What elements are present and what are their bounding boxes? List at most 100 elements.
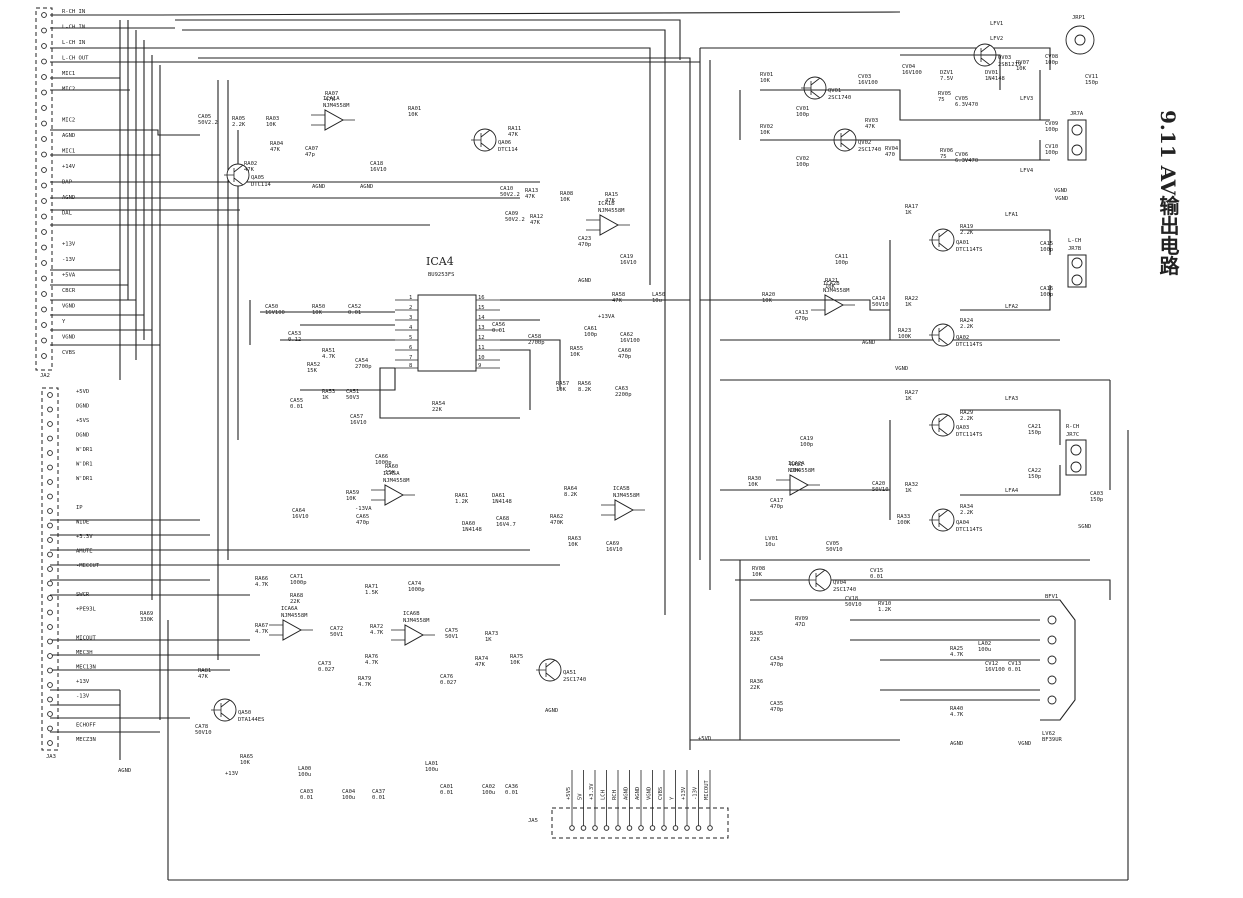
transistor-ref: QA51 xyxy=(563,670,576,676)
pin-circle xyxy=(41,213,47,220)
pin-label: DGND xyxy=(76,433,89,439)
component-value: 0.027 xyxy=(318,667,335,673)
component-value: 47K xyxy=(270,147,281,153)
pin-label: L-CH IN xyxy=(62,25,85,31)
component-value: 4.7K xyxy=(322,354,336,360)
component-value: 100u xyxy=(482,790,495,796)
pin-label: RCH xyxy=(612,790,618,800)
pin-circle xyxy=(626,825,633,831)
opamp-ref: ICA2A xyxy=(788,461,805,467)
transistor-ref: QV02 xyxy=(858,140,871,146)
opamp-ref: ICA6B xyxy=(403,611,420,617)
pin-circle xyxy=(47,696,53,703)
component-label-lfa1: LFA1 xyxy=(1005,212,1018,218)
pin-circle xyxy=(684,825,690,831)
jack-jr7a-ref: JR7A xyxy=(1070,111,1084,117)
component-ref: RA25 xyxy=(950,646,963,652)
component-label-lfa3: LFA3 xyxy=(1005,396,1018,402)
component-value: 1000p xyxy=(408,587,425,593)
pin-circle xyxy=(47,406,53,413)
pin-circle xyxy=(592,825,598,831)
pin-label: MIC1 xyxy=(62,71,75,77)
transistor-part: DTC114TS xyxy=(956,342,983,348)
transistor-leads xyxy=(929,509,949,531)
component-ref: LFV1 xyxy=(990,21,1003,27)
component-ref: CA65 xyxy=(356,514,369,520)
component-ref: CA52 xyxy=(348,304,361,310)
pin-label: CVBS xyxy=(658,787,664,800)
pin-circle xyxy=(47,580,53,587)
component-value: 0.01 xyxy=(505,790,518,796)
component-value: 16V100 xyxy=(902,70,922,76)
component-ref: CV12 xyxy=(985,661,998,667)
component-ref: CA03 xyxy=(300,789,313,795)
component-value: 100u xyxy=(298,772,311,778)
component-value: 1K xyxy=(905,396,912,402)
component-value: 1K xyxy=(905,210,912,216)
pin-circle xyxy=(603,825,610,831)
jack-bfv1-ref: BFV1 xyxy=(1045,594,1058,600)
component-ref: RA75 xyxy=(510,654,523,660)
ic-pin-number: 1 xyxy=(409,295,412,301)
component-value: 0.01 xyxy=(492,328,505,334)
pin-circle xyxy=(47,435,53,442)
pin-label: -13V xyxy=(693,786,699,800)
pin-circle xyxy=(47,638,53,645)
component-value: 150p xyxy=(1090,497,1103,503)
pin-label: +5VA xyxy=(62,273,76,279)
component-value: 100p xyxy=(1045,127,1058,133)
opamp-ref: ICA5A xyxy=(383,471,400,477)
component-value: 1.2K xyxy=(455,499,469,505)
component-value: 47K xyxy=(198,674,209,680)
component-ref: CA51 xyxy=(346,389,359,395)
component-ref: CA64 xyxy=(292,508,306,514)
component-ref: CA21 xyxy=(1028,424,1041,430)
component-ref: LFV3 xyxy=(1020,96,1033,102)
component-ref: RA17 xyxy=(905,204,918,210)
jack-jr7b-ref: JR7B xyxy=(1068,246,1082,252)
opamp-leads xyxy=(269,624,313,636)
component-ref: DA60 xyxy=(462,521,475,527)
component-value: 10K xyxy=(748,482,759,488)
ic-pin-number: 4 xyxy=(409,325,413,331)
component-value: 50V2.2 xyxy=(505,217,525,223)
component-value: 1N4148 xyxy=(492,499,512,505)
net-label: AGND xyxy=(578,278,591,284)
opamp-ref: ICA1B xyxy=(598,201,615,207)
ic-pin-number: 10 xyxy=(478,355,485,361)
pin-label: MIC2 xyxy=(62,118,75,124)
pin-label: +5VD xyxy=(76,389,89,395)
component-value: 0.12 xyxy=(288,337,301,343)
component-value: 100p xyxy=(1040,292,1053,298)
component-ref: CA56 xyxy=(492,322,505,328)
component-label-lfv4: LFV4 xyxy=(1020,168,1034,174)
pin-label: MICOUT xyxy=(704,779,710,800)
pin-circle xyxy=(41,136,47,142)
component-ref: CV06 xyxy=(955,152,968,158)
component-value: 0.01 xyxy=(290,404,303,410)
component-value: 47K xyxy=(325,97,336,103)
component-value: BF39UR xyxy=(1042,737,1063,743)
component-value: 470p xyxy=(770,707,783,713)
